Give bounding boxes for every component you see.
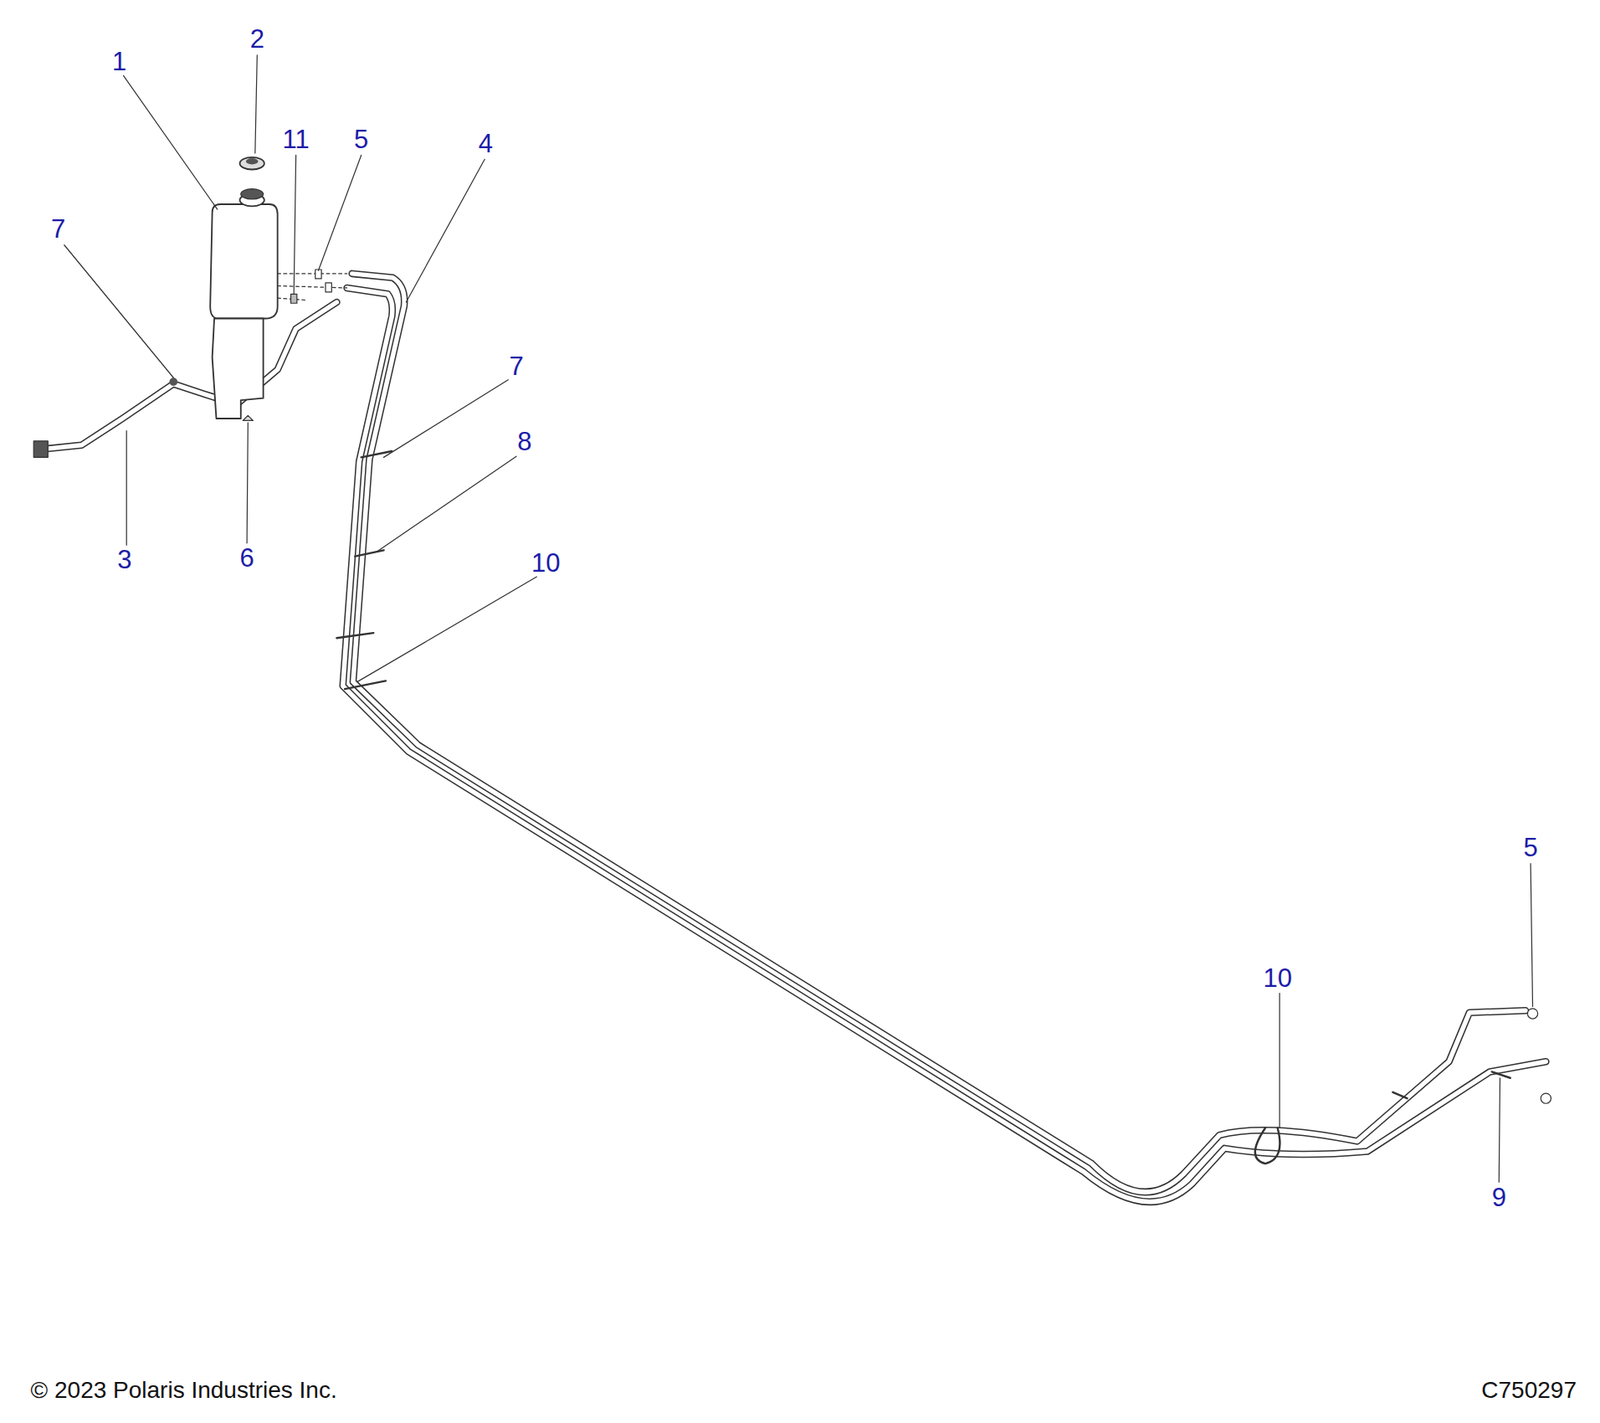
callout-number: 10: [531, 548, 560, 575]
callout-number: 10: [1262, 964, 1292, 991]
callout-number: 7: [508, 352, 524, 379]
callout-number: 3: [117, 546, 132, 573]
callout-number: 2: [250, 25, 265, 52]
footer-note: © 2023 Polaris Industries Inc.: [30, 1378, 338, 1402]
callout-number: 8: [517, 427, 532, 454]
callout-number: 7: [51, 215, 66, 242]
callout-number: 5: [1523, 834, 1538, 861]
callout-number: 1: [112, 48, 127, 75]
callout-number: 11: [282, 125, 310, 152]
callout-number: 6: [239, 543, 254, 570]
footer-note: C750297: [1481, 1378, 1577, 1402]
callout-number: 5: [353, 125, 369, 152]
callout-number: 9: [1492, 1184, 1507, 1211]
callout-number: 4: [478, 129, 493, 156]
